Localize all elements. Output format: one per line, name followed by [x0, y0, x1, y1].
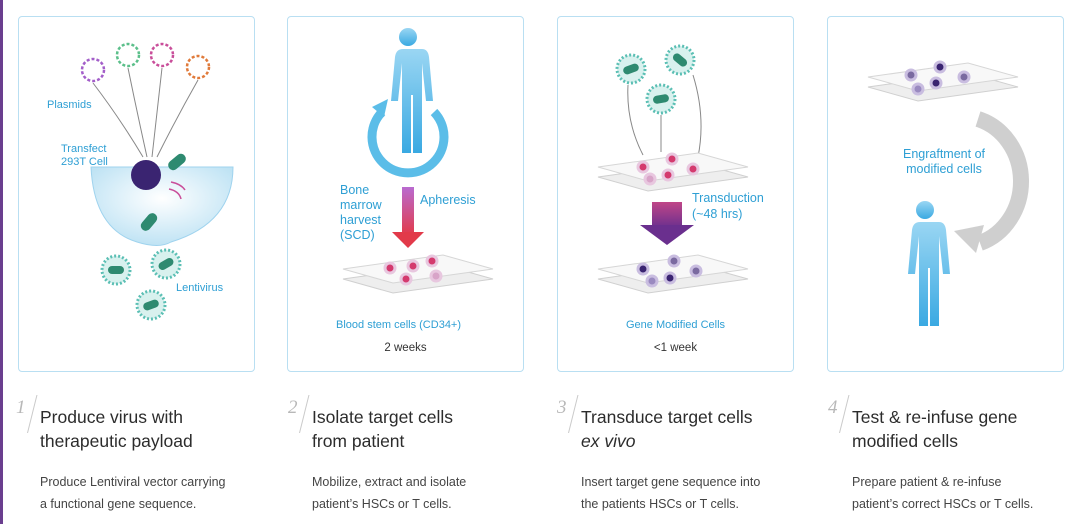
virus-production-illustration	[80, 42, 234, 321]
culture-plates	[867, 60, 1019, 102]
patient-figure	[908, 201, 950, 326]
label-plasmids: Plasmids	[47, 99, 92, 111]
transduction-illustration	[597, 44, 749, 294]
step-divider	[27, 395, 38, 433]
step-desc-line1: Mobilize, extract and isolate	[312, 475, 467, 489]
label-bone: Bone	[340, 183, 370, 197]
reinfusion-illustration	[867, 60, 1029, 326]
step-title: Isolate target cells from patient	[312, 405, 552, 453]
label-apheresis: Apheresis	[420, 193, 476, 207]
label-blood-stem-cells: Blood stem cells (CD34+)	[336, 319, 462, 331]
step-desc-line1: Prepare patient & re-infuse	[852, 475, 1002, 489]
step-title-line2: modified cells	[852, 431, 959, 451]
step-title-line1: Transduce target cells	[581, 407, 753, 427]
label-lentivirus: Lentivirus	[176, 282, 224, 294]
step-title-line1: Test & re-infuse gene	[852, 407, 1018, 427]
step-title: Produce virus with therapeutic payload	[40, 405, 280, 453]
step-description: Insert target gene sequence into the pat…	[581, 471, 821, 515]
circular-arrow	[367, 108, 449, 178]
down-arrow	[640, 225, 694, 245]
step-divider	[299, 395, 310, 433]
label-293t-cell: 293T Cell	[61, 156, 108, 168]
panel-reinfuse: Engraftment of modified cells	[827, 16, 1064, 372]
step-desc-line2: patient’s HSCs or T cells.	[312, 497, 452, 511]
step-desc-line2: patient’s correct HSCs or T cells.	[852, 497, 1034, 511]
step-title-line2: from patient	[312, 431, 405, 451]
label-transfect: Transfect	[61, 143, 107, 155]
label-transduction: Transduction	[692, 191, 764, 205]
panel-transduce-cells: Transduction (~48 hrs) Gene Modified Cel…	[557, 16, 794, 372]
step-number: 3	[557, 397, 567, 418]
plasmid-rings	[80, 42, 211, 83]
engraftment-arrow	[975, 111, 1029, 251]
lentivirus-particles	[100, 248, 182, 321]
lentivirus-particles	[615, 44, 696, 115]
step-description: Produce Lentiviral vector carrying a fun…	[40, 471, 280, 515]
step-title: Transduce target cells ex vivo	[581, 405, 821, 453]
panel-isolate-cells: Bone marrow harvest (SCD) Apheresis Bloo…	[287, 16, 524, 372]
patient-figure	[391, 28, 433, 153]
isolation-illustration	[342, 28, 494, 294]
step-title-line1: Isolate target cells	[312, 407, 454, 427]
step-divider	[568, 395, 579, 433]
step-description: Prepare patient & re-infuse patient’s co…	[852, 471, 1080, 515]
step-number: 2	[288, 397, 298, 418]
label-marrow: marrow	[340, 198, 382, 212]
label-48-hrs: (~48 hrs)	[692, 207, 743, 221]
duration-label: 2 weeks	[384, 342, 427, 354]
label-gene-modified-cells: Gene Modified Cells	[626, 319, 726, 331]
step-desc-line2: the patients HSCs or T cells.	[581, 497, 739, 511]
down-arrow	[392, 232, 424, 248]
plasmid-arrows	[92, 67, 199, 158]
cell-nucleus	[131, 160, 161, 190]
step-desc-line1: Produce Lentiviral vector carrying	[40, 475, 226, 489]
culture-plates	[342, 254, 494, 294]
step-title: Test & re-infuse gene modified cells	[852, 405, 1080, 453]
panel-produce-virus: Plasmids Transfect 293T Cell Lentivirus	[18, 16, 255, 372]
step-divider	[839, 395, 850, 433]
step-title-line2: ex vivo	[581, 431, 636, 451]
step-title-line1: Produce virus with	[40, 407, 183, 427]
step-number: 1	[16, 397, 26, 418]
step-title-line2: therapeutic payload	[40, 431, 193, 451]
label-engraftment: Engraftment of	[903, 147, 985, 161]
left-accent-bar	[0, 0, 3, 524]
label-modified-cells: modified cells	[906, 162, 982, 176]
culture-plates-top	[597, 152, 749, 192]
duration-label: <1 week	[653, 342, 698, 354]
step-description: Mobilize, extract and isolate patient’s …	[312, 471, 552, 515]
culture-plates-bottom	[597, 254, 749, 294]
step-number: 4	[828, 397, 838, 418]
step-desc-line2: a functional gene sequence.	[40, 497, 197, 511]
293t-cell	[90, 166, 234, 246]
label-harvest: harvest	[340, 213, 381, 227]
step-desc-line1: Insert target gene sequence into	[581, 475, 761, 489]
label-scd: (SCD)	[340, 228, 375, 242]
